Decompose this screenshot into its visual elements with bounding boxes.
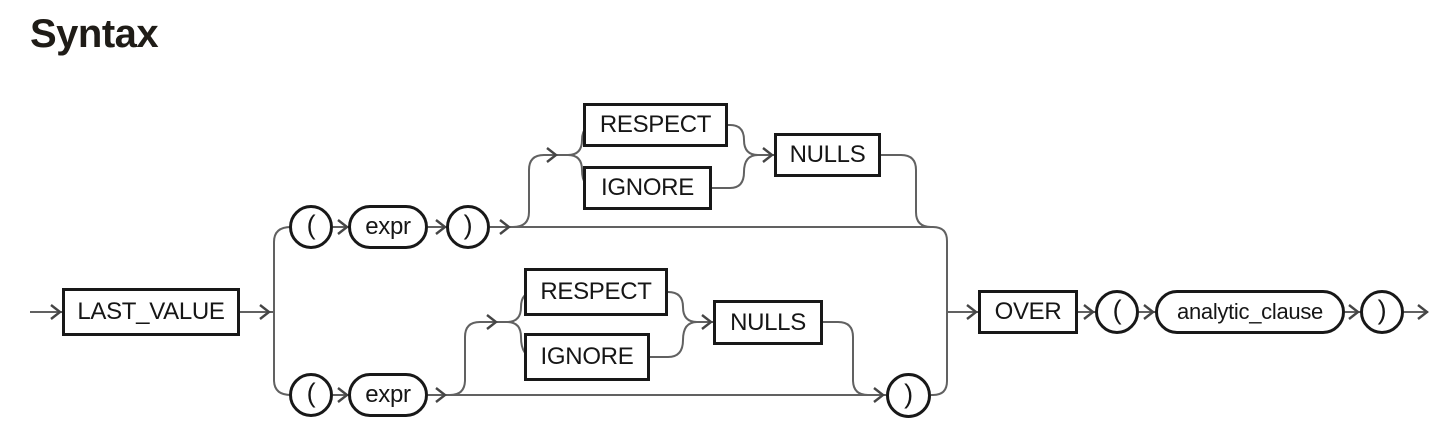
operand-expr-bottom: expr: [348, 373, 428, 417]
keyword-nulls-top: NULLS: [774, 133, 881, 177]
paren-open-over: (: [1095, 290, 1139, 334]
line-bottom-optional-entry: [449, 321, 509, 396]
line-bottom-merge-ignore: [650, 321, 698, 358]
line-top-nulls-descent: [881, 154, 932, 228]
keyword-respect-bottom: RESPECT: [524, 268, 668, 316]
line-bottom-nulls-descent: [823, 321, 880, 396]
line-top-merge-respect: [728, 124, 759, 156]
line-top-merge-ignore: [712, 154, 759, 189]
line-top-optional-entry: [512, 154, 570, 228]
paren-close-top: ): [446, 205, 490, 249]
keyword-respect-top: RESPECT: [583, 103, 728, 147]
keyword-ignore-bottom: IGNORE: [524, 333, 650, 381]
paren-open-bottom: (: [289, 373, 333, 417]
keyword-ignore-top: IGNORE: [583, 166, 712, 210]
keyword-box-over: OVER: [978, 290, 1078, 334]
syntax-heading: Syntax: [30, 12, 159, 56]
operand-analytic-clause: analytic_clause: [1155, 290, 1345, 334]
line-bottom-merge-respect: [667, 291, 698, 323]
arrowhead-icons: [50, 147, 1429, 403]
paren-close-bottom: ): [886, 373, 931, 418]
operand-expr-top: expr: [348, 205, 428, 249]
line-branch-split: [273, 226, 292, 396]
keyword-box-last-value: LAST_VALUE: [62, 288, 240, 336]
paren-open-top: (: [289, 205, 333, 249]
keyword-nulls-bottom: NULLS: [713, 300, 823, 345]
paren-close-over: ): [1360, 290, 1404, 334]
